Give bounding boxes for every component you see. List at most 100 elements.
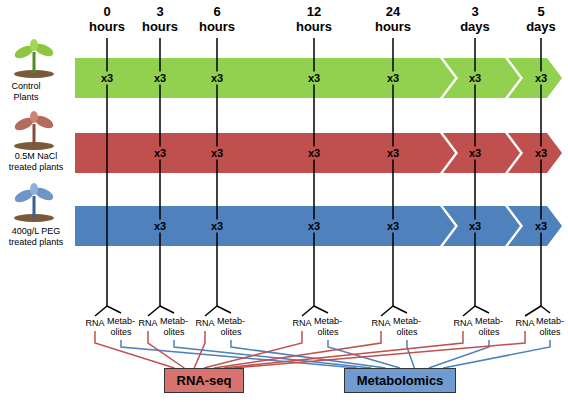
- sample-label: RNA: [292, 318, 311, 329]
- replicate-holder: x3: [152, 147, 168, 160]
- time-label: 0 hours: [89, 4, 125, 34]
- replicate-count: x3: [467, 147, 483, 160]
- replicate-count: x3: [467, 220, 483, 233]
- sample-type: Metab- olites: [160, 316, 188, 338]
- replicate-count: x3: [533, 72, 549, 85]
- replicate-count: x3: [385, 72, 401, 85]
- sample-label: Metab- olites: [160, 316, 188, 338]
- time-label-holder: 3 days: [460, 4, 490, 34]
- sample-connector: [443, 340, 550, 368]
- treatment-label-holder: Control Plants: [4, 81, 48, 103]
- replicate-holder: x3: [467, 147, 483, 160]
- plant-icon-red: [13, 111, 55, 150]
- replicate-holder: x3: [306, 220, 322, 233]
- time-label: 6 hours: [199, 4, 235, 34]
- treatment-band: Control Plantsx3x3x3x3x3x3x3: [75, 58, 562, 98]
- replicate-count: x3: [152, 72, 168, 85]
- time-line: [106, 133, 108, 173]
- sample-type: Metab- olites: [475, 316, 503, 338]
- sample-label: Metab- olites: [536, 316, 564, 338]
- treatment-label-holder: 0.5M NaCl treated plants: [2, 151, 70, 173]
- replicate-holder: x3: [306, 147, 322, 160]
- time-label-holder: 12 hours: [296, 4, 332, 34]
- replicate-holder: x3: [209, 147, 225, 160]
- treatment-label-holder: 400g/L PEG treated plants: [2, 226, 70, 248]
- replicate-count: x3: [152, 147, 168, 160]
- time-label: 24 hours: [375, 4, 411, 34]
- time-label-holder: 24 hours: [375, 4, 411, 34]
- sample-label: Metab- olites: [393, 316, 421, 338]
- analysis-name: RNA-seq: [177, 373, 232, 388]
- plant-icon-green: [13, 39, 55, 78]
- sample-type: RNA: [515, 318, 534, 329]
- sample-type: Metab- olites: [536, 316, 564, 338]
- time-label-holder: 5 days: [526, 4, 556, 34]
- sample-label: Metab- olites: [314, 316, 342, 338]
- band-arrow: [75, 133, 562, 173]
- sample-label: Metab- olites: [107, 316, 135, 338]
- treatment-band: 0.5M NaCl treated plantsx3x3x3x3x3x3: [75, 133, 562, 173]
- replicate-holder: x3: [209, 72, 225, 85]
- replicate-count: x3: [99, 72, 115, 85]
- replicate-holder: x3: [209, 220, 225, 233]
- replicate-count: x3: [306, 220, 322, 233]
- sample-label: Metab- olites: [217, 316, 245, 338]
- sample-connector: [174, 340, 371, 368]
- time-label: 3 hours: [142, 4, 178, 34]
- sample-type: Metab- olites: [217, 316, 245, 338]
- time-label-holder: 0 hours: [89, 4, 125, 34]
- sample-label: Metab- olites: [475, 316, 503, 338]
- replicate-holder: x3: [533, 147, 549, 160]
- sample-connector: [95, 331, 174, 368]
- replicate-count: x3: [209, 147, 225, 160]
- sample-connector: [224, 331, 463, 368]
- replicate-holder: x3: [306, 72, 322, 85]
- sample-label: RNA: [85, 318, 104, 329]
- sample-type: Metab- olites: [393, 316, 421, 338]
- sample-connector: [194, 331, 205, 368]
- replicate-count: x3: [385, 147, 401, 160]
- sample-type: RNA: [453, 318, 472, 329]
- replicate-holder: x3: [467, 72, 483, 85]
- replicate-count: x3: [306, 72, 322, 85]
- replicate-holder: x3: [385, 72, 401, 85]
- treatment-band: 400g/L PEG treated plantsx3x3x3x3x3x3: [75, 206, 562, 246]
- band-arrow: [75, 58, 562, 98]
- sample-type: Metab- olites: [107, 316, 135, 338]
- sample-connector: [407, 340, 414, 368]
- sample-type: RNA: [138, 318, 157, 329]
- time-line: [106, 206, 108, 246]
- sample-type: RNA: [292, 318, 311, 329]
- time-label: 3 days: [460, 4, 490, 34]
- replicate-holder: x3: [99, 72, 115, 85]
- treatment-label: 0.5M NaCl treated plants: [2, 151, 70, 173]
- replicate-holder: x3: [152, 72, 168, 85]
- replicate-count: x3: [533, 147, 549, 160]
- band-arrow: [75, 206, 562, 246]
- time-label-holder: 6 hours: [199, 4, 235, 34]
- time-label-holder: 3 hours: [142, 4, 178, 34]
- time-label: 12 hours: [296, 4, 332, 34]
- treatment-label: Control Plants: [4, 81, 48, 103]
- sample-label: RNA: [453, 318, 472, 329]
- replicate-holder: x3: [467, 220, 483, 233]
- replicate-holder: x3: [385, 147, 401, 160]
- replicate-count: x3: [209, 72, 225, 85]
- sample-label: RNA: [371, 318, 390, 329]
- plant-icon-blue: [13, 183, 55, 222]
- sample-type: Metab- olites: [314, 316, 342, 338]
- replicate-holder: x3: [385, 220, 401, 233]
- replicate-count: x3: [385, 220, 401, 233]
- analysis-name: Metabolomics: [357, 373, 444, 388]
- replicate-holder: x3: [533, 72, 549, 85]
- replicate-holder: x3: [152, 220, 168, 233]
- replicate-count: x3: [209, 220, 225, 233]
- analysis-box: Metabolomics: [344, 368, 457, 393]
- replicate-holder: x3: [533, 220, 549, 233]
- replicate-count: x3: [533, 220, 549, 233]
- analysis-box: RNA-seq: [164, 368, 245, 393]
- replicate-count: x3: [152, 220, 168, 233]
- sample-label: RNA: [515, 318, 534, 329]
- time-label: 5 days: [526, 4, 556, 34]
